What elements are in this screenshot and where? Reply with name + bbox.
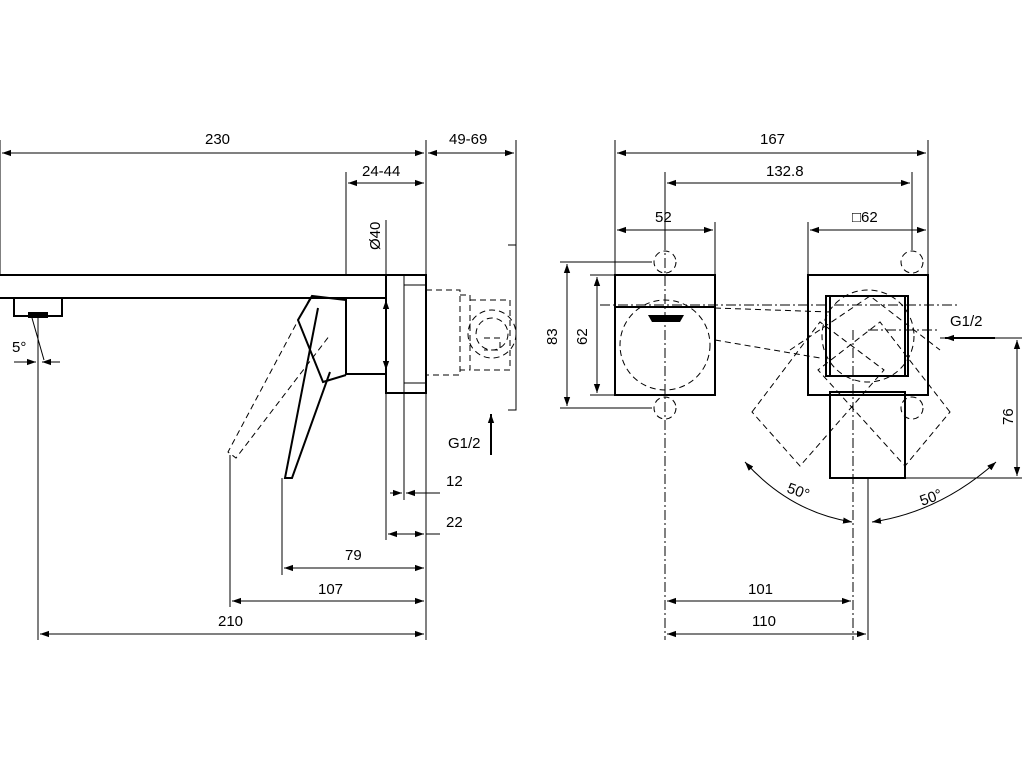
angle-right-label: 50°	[918, 486, 945, 510]
dim-62-height-label: 62	[574, 328, 591, 345]
dim-square-62: □62	[807, 209, 926, 275]
dim-49-69-label: 49-69	[449, 131, 487, 148]
dim-101: 101	[667, 581, 851, 605]
dim-76: 76	[905, 337, 1022, 479]
dim-diameter-40: Ø40	[367, 220, 390, 370]
dim-diameter-40-label: Ø40	[367, 222, 384, 250]
dim-107-label: 107	[318, 581, 343, 598]
lever	[283, 294, 347, 479]
dim-167-label: 167	[760, 131, 785, 148]
dim-107: 107	[229, 455, 424, 607]
angle-left-label: 50°	[785, 480, 812, 504]
dim-110-label: 110	[752, 613, 776, 630]
dim-22: 22	[385, 393, 463, 640]
dim-167: 167	[614, 131, 929, 275]
handle-plate	[807, 274, 940, 640]
dim-49-69: 49-69	[428, 131, 517, 245]
dim-square-62-label: □62	[852, 209, 878, 226]
dim-83: 83	[544, 261, 652, 409]
dim-22-label: 22	[446, 514, 463, 531]
dim-12-label: 12	[446, 473, 463, 490]
dim-132-8-label: 132.8	[766, 163, 804, 180]
spout	[0, 274, 385, 318]
dim-52: 52	[617, 209, 716, 275]
dim-210-label: 210	[218, 613, 243, 630]
dim-24-44-label: 24-44	[362, 163, 400, 180]
dim-230-label: 230	[205, 131, 230, 148]
dim-79-label: 79	[345, 547, 362, 564]
side-inlet-label: G1/2	[448, 435, 481, 452]
dim-79: 79	[281, 478, 424, 575]
dim-5-degree: 5°	[12, 317, 60, 640]
screw-bosses	[653, 240, 924, 640]
front-inlet: G1/2	[945, 313, 995, 342]
dim-5-degree-label: 5°	[12, 339, 26, 356]
dim-101-label: 101	[748, 581, 773, 598]
dim-110: 110	[667, 478, 869, 640]
rotation-angles: 50° 50°	[744, 461, 997, 524]
dim-62-height: 62	[574, 274, 615, 396]
front-inlet-label: G1/2	[950, 313, 983, 330]
aerator-outlet	[28, 312, 48, 318]
dim-24-44: 24-44	[345, 163, 424, 275]
side-view: G1/2 230 49-69 24-44 Ø40	[0, 131, 517, 640]
dim-76-label: 76	[1000, 408, 1017, 425]
dim-230: 230	[0, 131, 427, 275]
dim-52-label: 52	[655, 209, 672, 226]
concealed-box	[426, 244, 517, 411]
valve-block	[600, 274, 960, 396]
lever-alt-position	[227, 297, 331, 459]
dim-210: 210	[40, 613, 424, 638]
side-inlet: G1/2	[448, 414, 495, 455]
dim-83-label: 83	[544, 328, 561, 345]
lever-rotation-positions	[751, 295, 951, 467]
front-view: 50° 50° G1/2 167 132.8 52	[544, 131, 1022, 640]
dim-12: 12	[390, 393, 463, 500]
dim-132-8: 132.8	[664, 163, 913, 250]
